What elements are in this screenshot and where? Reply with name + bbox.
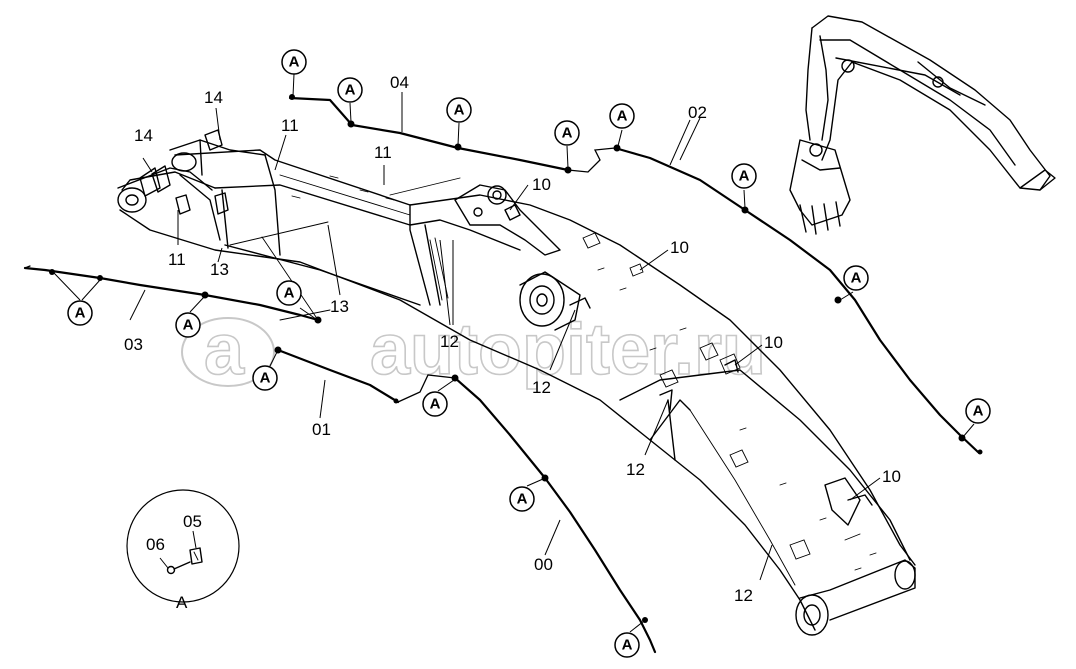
label-12: 12: [440, 332, 459, 351]
label-14: 14: [204, 88, 223, 107]
callout-a: A: [337, 77, 363, 103]
clamp-dot: [613, 144, 621, 152]
excavator-overview-icon: [789, 15, 1056, 235]
svg-text:A: A: [75, 305, 86, 322]
callout-a: A: [446, 97, 472, 123]
callout-a: A: [281, 49, 307, 75]
svg-text:A: A: [284, 285, 295, 302]
clamp-markers: [49, 94, 983, 623]
clamp-dot: [564, 166, 572, 174]
label-11: 11: [168, 250, 186, 269]
svg-text:A: A: [739, 168, 750, 185]
label-11: 11: [281, 116, 299, 135]
callout-a: A: [609, 103, 635, 129]
svg-text:A: A: [345, 82, 356, 99]
callout-a: A: [965, 398, 991, 424]
svg-text:A: A: [183, 317, 194, 334]
hose-lines: [23, 96, 980, 654]
label-10: 10: [764, 333, 783, 352]
label-03: 03: [124, 335, 143, 354]
svg-text:A: A: [562, 125, 573, 142]
callout-a: A: [252, 365, 278, 391]
watermark-logo-ring: [181, 317, 275, 387]
hose-04: [288, 96, 570, 172]
label-12: 12: [626, 460, 645, 479]
label-11: 11: [374, 143, 392, 162]
label-12: 12: [532, 378, 551, 397]
callout-a: A: [843, 265, 869, 291]
watermark-logo-letter: a: [204, 310, 245, 390]
label-04: 04: [390, 73, 409, 92]
clamp-dot: [347, 120, 355, 128]
label-13: 13: [330, 297, 349, 316]
callout-a: A: [175, 312, 201, 338]
callout-a: A: [67, 300, 93, 326]
callout-a: A: [422, 391, 448, 417]
svg-text:A: A: [260, 370, 271, 387]
svg-text:A: A: [973, 403, 984, 420]
watermark-text: autopiter.ru: [370, 310, 766, 390]
clamp-dot: [314, 316, 322, 324]
svg-text:A: A: [851, 270, 862, 287]
callouts: A A A A A A A A A A A A A A A: [67, 49, 991, 658]
clamp-dot: [741, 206, 749, 214]
label-13: 13: [210, 260, 229, 279]
clamp-dot: [977, 449, 983, 455]
clamp-dot: [97, 275, 103, 281]
svg-text:A: A: [617, 108, 628, 125]
label-00: 00: [534, 555, 553, 574]
label-02: 02: [688, 103, 707, 122]
clamp-dot: [289, 94, 295, 100]
leader-lines: [53, 73, 975, 633]
callout-a: A: [509, 486, 535, 512]
detail-a-circle: [126, 489, 240, 603]
callout-a: A: [614, 632, 640, 658]
svg-text:A: A: [517, 491, 528, 508]
svg-text:A: A: [430, 396, 441, 413]
callout-a: A: [731, 163, 757, 189]
hose-00: [453, 376, 657, 654]
hose-01: [276, 348, 400, 404]
clamp-dot: [274, 346, 282, 354]
boom-body: [117, 129, 916, 636]
label-14: 14: [134, 126, 153, 145]
clamp-dot: [834, 296, 842, 304]
detail-a: A 05 06: [126, 489, 240, 612]
callout-a: A: [276, 280, 302, 306]
clamp-dot: [393, 398, 399, 404]
label-10: 10: [882, 467, 901, 486]
clamp-dot: [541, 474, 549, 482]
svg-text:A: A: [622, 637, 633, 654]
clamp-dot: [451, 374, 459, 382]
hose-02: [613, 146, 980, 454]
label-05: 05: [183, 512, 202, 531]
detail-a-label: A: [176, 593, 188, 612]
label-12: 12: [734, 586, 753, 605]
label-10: 10: [532, 175, 551, 194]
clamp-dot: [201, 291, 209, 299]
callout-a: A: [554, 120, 580, 146]
label-06: 06: [146, 535, 165, 554]
clamp-dot: [49, 269, 55, 275]
svg-text:A: A: [454, 102, 465, 119]
clamp-dot: [454, 143, 462, 151]
label-01: 01: [312, 420, 331, 439]
label-10: 10: [670, 238, 689, 257]
part-labels: 04 02 03 01 00 14 14 11 11 11 13 13 10 1…: [124, 73, 901, 605]
svg-text:A: A: [289, 54, 300, 71]
